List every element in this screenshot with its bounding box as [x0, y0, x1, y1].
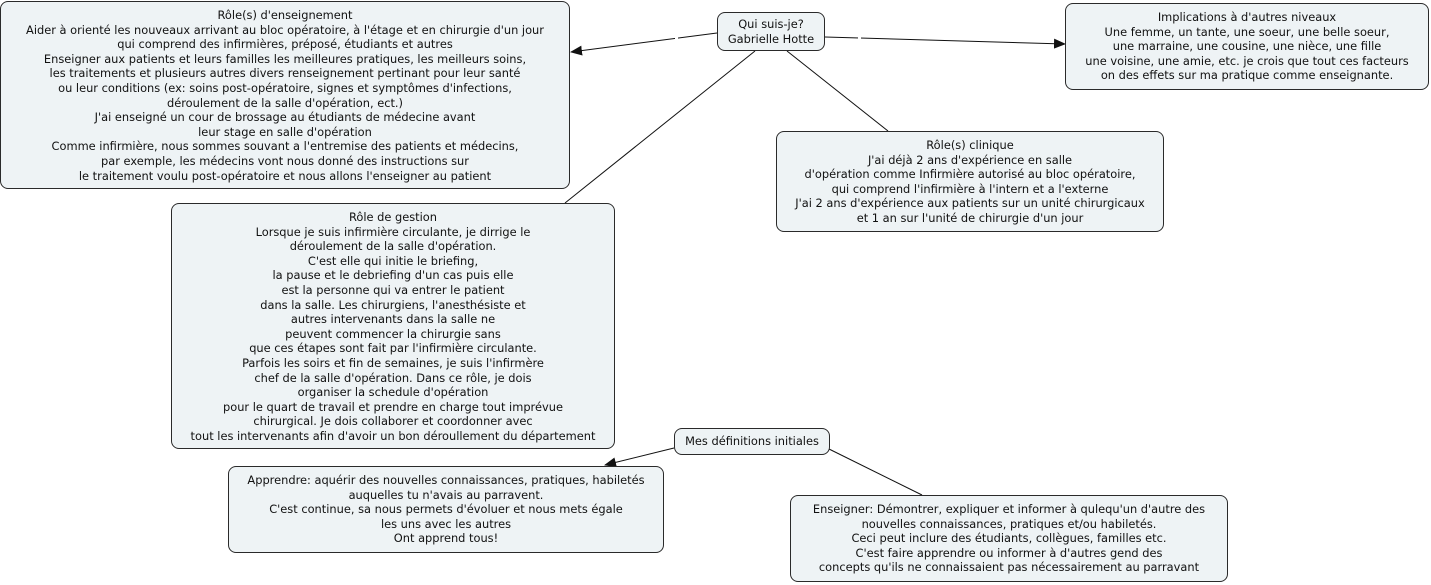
- node-line: les uns avec les autres: [380, 516, 512, 531]
- node-title: Rôle(s) d'enseignement: [217, 8, 353, 22]
- node-line: les traitements et plusieurs autres dive…: [49, 66, 521, 81]
- node-title: Implications à d'autres niveaux: [1157, 10, 1337, 24]
- node-line: auquelles tu n'avais au parravent.: [348, 487, 544, 502]
- node-line: on des effets sur ma pratique comme ense…: [1100, 68, 1394, 83]
- node-line: Aider à orienté les nouveaux arrivant au…: [26, 22, 544, 37]
- node-line: qui comprend l'infirmière à l'intern et …: [831, 181, 1109, 196]
- node-title: Mes définitions initiales: [685, 434, 819, 448]
- node-line: la pause et le debriefing d'un cas puis …: [272, 268, 514, 283]
- node-enseigner[interactable]: Enseigner: Démontrer, expliquer et infor…: [790, 495, 1228, 582]
- node-implications[interactable]: Implications à d'autres niveaux Une femm…: [1065, 3, 1429, 90]
- node-line: Une femme, un tante, une soeur, une bell…: [1104, 24, 1390, 39]
- node-line: nouvelles connaissances, pratiques et/ou…: [861, 516, 1157, 531]
- node-line: pour le quart de travail et prendre en c…: [223, 399, 563, 414]
- node-line: Lorsque je suis infirmière circulante, j…: [255, 224, 531, 239]
- node-line: leur stage en salle d'opération: [198, 124, 372, 139]
- node-line: chef de la salle d'opération. Dans ce rô…: [254, 370, 532, 385]
- link-center-to-clinique: [786, 50, 889, 132]
- node-line: par exemple, les médecins vont nous donn…: [101, 153, 469, 168]
- link-center-to-enseignement: [570, 32, 718, 56]
- node-line: une marraine, une cousine, une nièce, un…: [1112, 39, 1382, 54]
- node-line: Apprendre: aquérir des nouvelles connais…: [247, 473, 645, 487]
- node-line: C'est elle qui initie le briefing,: [307, 253, 479, 268]
- node-line: que ces étapes sont fait par l'infirmièr…: [249, 341, 537, 356]
- node-center-qui-suis-je[interactable]: Qui suis-je? Gabrielle Hotte: [717, 12, 825, 51]
- node-line: J'ai déjà 2 ans d'expérience en salle: [867, 152, 1073, 167]
- link-definitions-to-apprendre: [604, 447, 675, 468]
- node-line: chirurgical. Je dois collaborer et coord…: [253, 414, 533, 429]
- node-role-clinique[interactable]: Rôle(s) clinique J'ai déjà 2 ans d'expér…: [776, 131, 1164, 232]
- node-title: Rôle de gestion: [348, 210, 437, 224]
- node-title: Rôle(s) clinique: [926, 138, 1014, 152]
- node-line: Qui suis-je?: [738, 17, 804, 31]
- node-line: J'ai 2 ans d'expérience aux patients sur…: [795, 196, 1145, 211]
- node-line: ou leur conditions (ex: soins post-opéra…: [58, 80, 512, 95]
- node-line: C'est faire apprendre ou informer à d'au…: [855, 545, 1163, 560]
- node-line: concepts qu'ils ne connaissaient pas néc…: [818, 560, 1200, 575]
- node-line: le traitement voulu post-opératoire et n…: [78, 168, 492, 183]
- node-line: dans la salle. Les chirurgiens, l'anesth…: [260, 297, 526, 312]
- node-line: Comme infirmière, nous sommes souvant a …: [51, 139, 519, 154]
- node-line: déroulement de la salle d'opération, ect…: [166, 95, 404, 110]
- link-definitions-to-enseigner: [828, 448, 923, 496]
- node-line: autres intervenants dans la salle ne: [290, 312, 496, 327]
- node-line: déroulement de la salle d'opération.: [289, 239, 497, 254]
- node-line: Parfois les soirs et fin de semaines, je…: [242, 355, 544, 370]
- node-line: peuvent commencer la chirurgie sans: [285, 326, 501, 341]
- node-line: Enseigner: Démontrer, expliquer et infor…: [812, 502, 1206, 516]
- node-line: et 1 an sur l'unité de chirurgie d'un jo…: [856, 210, 1084, 225]
- node-mes-definitions[interactable]: Mes définitions initiales: [674, 428, 830, 455]
- node-line: est la personne qui va entrer le patient: [281, 282, 505, 297]
- link-center-to-gestion: [564, 50, 756, 204]
- link-center-to-implications: [824, 36, 1066, 49]
- node-line: une voisine, une amie, etc. je crois que…: [1085, 53, 1409, 68]
- node-line: Ceci peut inclure des étudiants, collègu…: [851, 531, 1167, 546]
- node-line: Gabrielle Hotte: [727, 31, 815, 46]
- node-apprendre[interactable]: Apprendre: aquérir des nouvelles connais…: [228, 466, 664, 553]
- node-role-gestion[interactable]: Rôle de gestion Lorsque je suis infirmiè…: [171, 203, 615, 449]
- node-line: J'ai enseigné un cour de brossage au étu…: [94, 110, 476, 125]
- node-role-enseignement[interactable]: Rôle(s) d'enseignement Aider à orienté l…: [0, 1, 570, 189]
- node-line: d'opération comme Infirmière autorisé au…: [804, 167, 1136, 182]
- node-line: C'est continue, sa nous permets d'évolue…: [269, 502, 623, 517]
- node-line: Enseigner aux patients et leurs familles…: [43, 51, 527, 66]
- node-line: Ont apprend tous!: [393, 531, 499, 546]
- node-line: organiser la schedule d'opération: [297, 385, 489, 400]
- node-line: tout les intervenants afin d'avoir un bo…: [190, 428, 596, 443]
- node-line: qui comprend des infirmières, préposé, é…: [117, 37, 453, 52]
